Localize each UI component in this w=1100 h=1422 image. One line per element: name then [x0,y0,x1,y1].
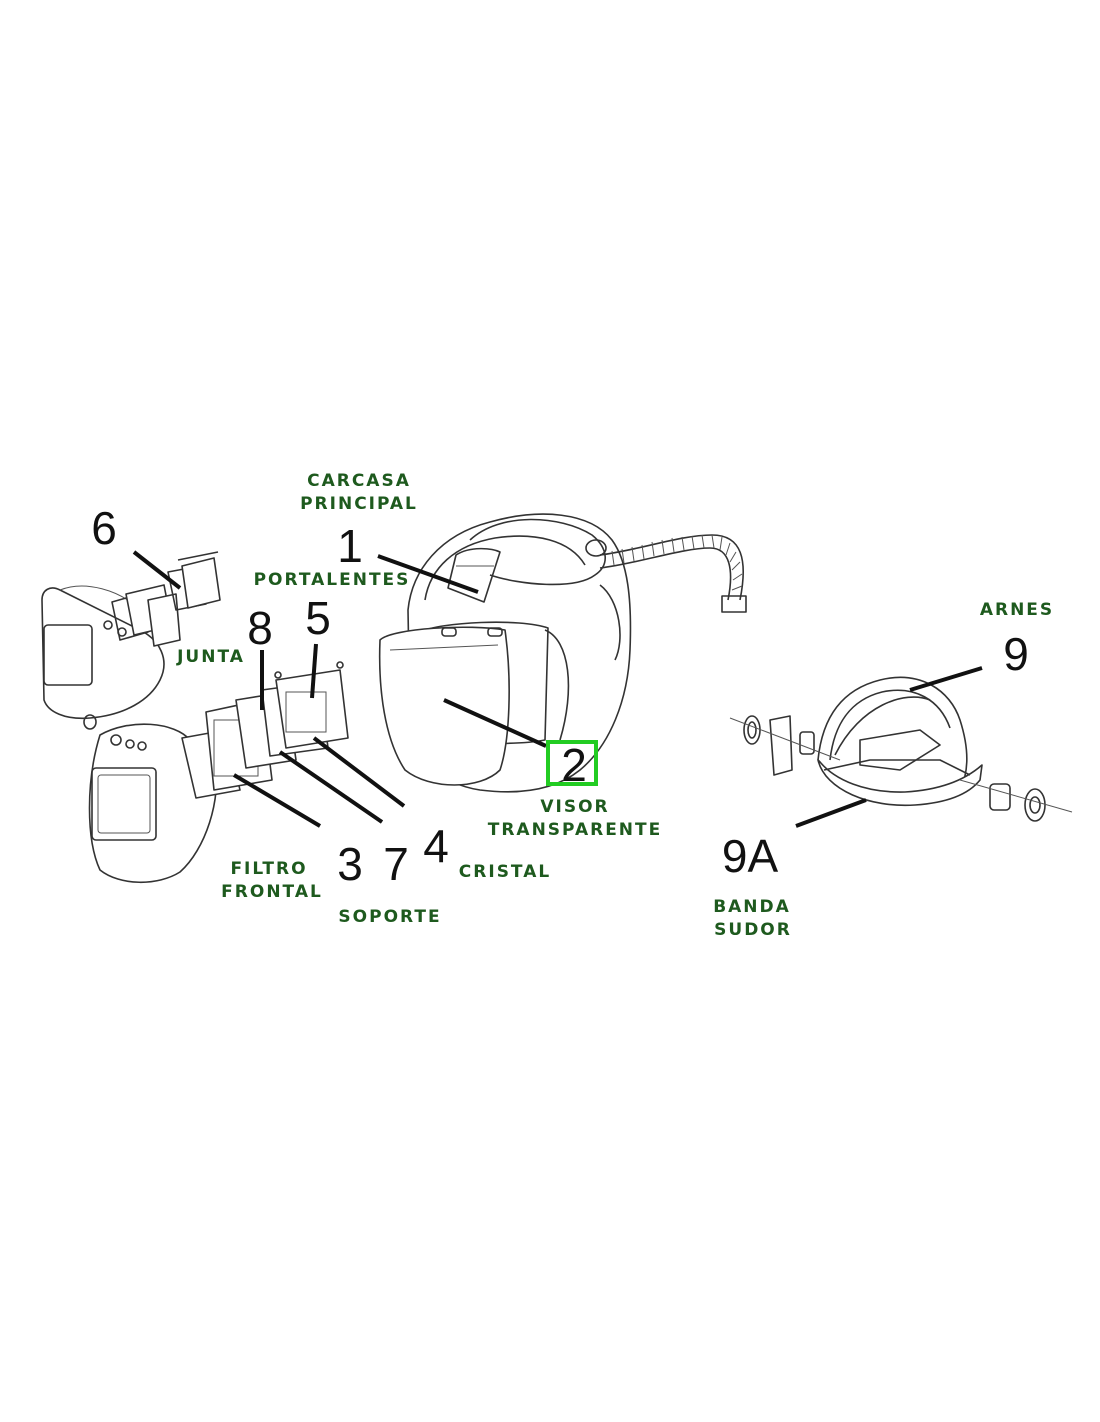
leader-line-6 [132,550,182,590]
label-1-line-1: CARCASA [307,471,411,491]
part-number-3: 3 [337,838,363,890]
label-9a-line-2: SUDOR [714,920,792,940]
harness-drawing [729,676,1073,822]
label-1-line-2: PRINCIPAL [300,494,418,514]
label-9: ARNES [980,600,1054,620]
label-4: CRISTAL [459,862,551,882]
part-number-4: 4 [423,820,449,872]
leader-line-4 [312,736,406,808]
part-numbers: 1 2 3 4 5 6 7 8 9 9A [91,502,1029,890]
part-number-8: 8 [247,602,273,654]
part-labels: CARCASA PRINCIPAL VISOR TRANSPARENTE FIL… [176,471,1054,940]
label-6: JUNTA [176,647,245,667]
leader-line-5 [310,643,318,699]
part-number-9a: 9A [722,830,779,882]
part-number-5: 5 [305,592,331,644]
main-helmet-drawing [378,513,747,793]
upper-left-assembly-drawing [41,551,221,720]
leader-line-9a [795,798,867,828]
part-number-6: 6 [91,502,117,554]
label-3-line-2: FRONTAL [221,882,323,902]
part-number-2[interactable]: 2 [561,739,587,791]
leader-line-2 [443,698,547,748]
selected-part-highlight[interactable] [546,740,598,786]
part-number-1: 1 [337,520,363,572]
leader-line-1 [377,554,479,594]
label-2-line-1: VISOR [540,797,609,817]
leader-line-3 [232,773,322,828]
label-5: PORTALENTES [254,570,411,590]
leader-line-7 [278,750,384,824]
label-2-line-2: TRANSPARENTE [488,820,663,840]
label-9a-line-1: BANDA [713,897,791,917]
lower-left-assembly-drawing [83,661,349,884]
leader-line-9 [909,666,983,692]
part-number-7: 7 [383,838,409,890]
label-7: SOPORTE [338,907,441,927]
label-3-line-1: FILTRO [230,859,307,879]
leader-lines [132,550,983,828]
part-number-9: 9 [1003,628,1029,680]
